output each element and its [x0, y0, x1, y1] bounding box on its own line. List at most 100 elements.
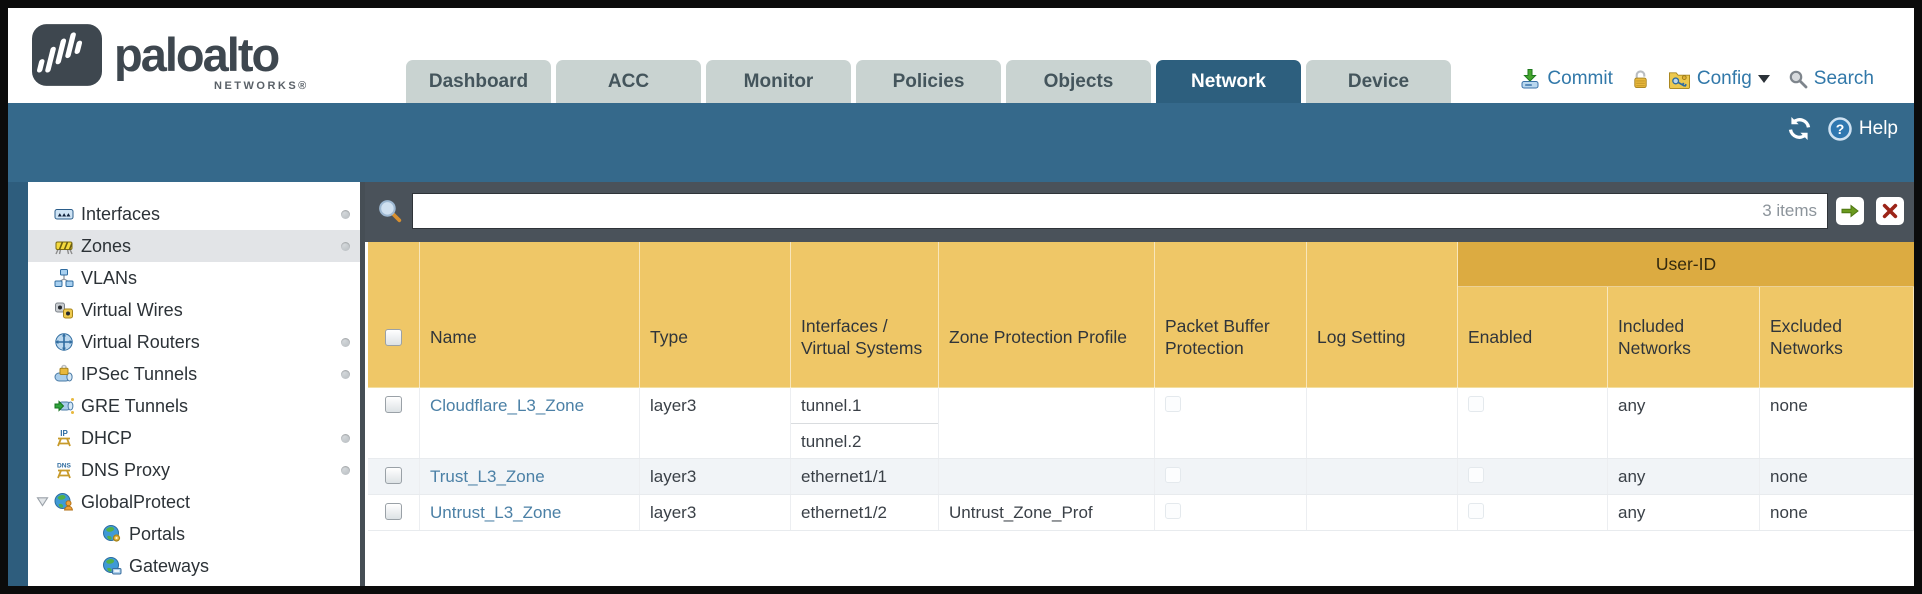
commit-label: Commit — [1547, 68, 1613, 89]
search-button[interactable]: Search — [1788, 68, 1874, 90]
sidebar-item-label: Virtual Wires — [81, 299, 183, 320]
apply-filter-button[interactable] — [1836, 197, 1864, 225]
filter-input[interactable] — [413, 194, 1827, 228]
sidebar-item-vlans[interactable]: VLANs — [28, 262, 360, 294]
search-label: Search — [1813, 68, 1874, 89]
sidebar-item-virtual-routers[interactable]: Virtual Routers — [28, 326, 360, 358]
tab-network[interactable]: Network — [1156, 60, 1301, 103]
paloalto-logo-icon — [32, 24, 102, 86]
column-header-interfaces-virtual-systems[interactable]: Interfaces / Virtual Systems — [791, 242, 939, 388]
row-select-cell — [368, 495, 420, 530]
sidebar-item-zones[interactable]: Zones — [28, 230, 360, 262]
sidebar-left-strip — [8, 182, 28, 586]
sidebar-item-label: DHCP — [81, 427, 133, 448]
sidebar-item-ipsec-tunnels[interactable]: IPSec Tunnels — [28, 358, 360, 390]
sidebar-item-label: IPSec Tunnels — [81, 363, 198, 384]
sidebar-item-label: Zones — [81, 235, 132, 256]
refresh-icon[interactable] — [1786, 115, 1813, 142]
select-all-checkbox[interactable] — [385, 328, 402, 346]
header-actions: Commit Config Search — [1519, 68, 1874, 90]
column-header-zone-protection-profile[interactable]: Zone Protection Profile — [939, 242, 1155, 388]
status-dot — [341, 209, 350, 219]
cell-user-id-enabled — [1458, 495, 1608, 530]
commit-button[interactable]: Commit — [1519, 68, 1613, 90]
tab-device[interactable]: Device — [1306, 60, 1451, 103]
column-header-enabled[interactable]: Enabled — [1458, 242, 1608, 388]
cell-excluded-networks: none — [1760, 495, 1914, 530]
sidebar-item-portals[interactable]: Portals — [28, 518, 360, 550]
commit-icon — [1519, 68, 1541, 90]
sidebar-item-label: GlobalProtect — [81, 491, 191, 512]
tab-acc[interactable]: ACC — [556, 60, 701, 103]
lock-icon[interactable] — [1631, 69, 1650, 90]
red-x-icon — [1881, 202, 1899, 220]
clear-filter-button[interactable] — [1876, 197, 1904, 225]
row-select-cell — [368, 388, 420, 458]
column-header-name[interactable]: Name — [420, 242, 640, 388]
sidebar-item-globalprotect[interactable]: GlobalProtect — [28, 486, 360, 518]
sidebar-item-virtual-wires[interactable]: Virtual Wires — [28, 294, 360, 326]
row-checkbox[interactable] — [385, 467, 402, 484]
cell-excluded-networks: none — [1760, 388, 1914, 458]
cell-name: Cloudflare_L3_Zone — [420, 388, 640, 458]
expand-triangle-icon[interactable] — [36, 496, 49, 507]
cell-type: layer3 — [640, 459, 791, 494]
tab-policies[interactable]: Policies — [856, 60, 1001, 103]
enabled-checkbox[interactable] — [1468, 467, 1484, 483]
row-checkbox[interactable] — [385, 503, 402, 520]
brand-name: paloalto — [114, 28, 280, 81]
section-band: ? Help — [8, 103, 1914, 182]
sidebar-separator — [360, 182, 365, 586]
cell-name: Trust_L3_Zone — [420, 459, 640, 494]
config-label: Config — [1696, 68, 1752, 89]
zone-name-link[interactable]: Untrust_L3_Zone — [430, 503, 562, 522]
help-icon: ? — [1827, 116, 1853, 142]
row-select-cell — [368, 459, 420, 494]
zone-name-link[interactable]: Trust_L3_Zone — [430, 467, 545, 486]
status-dot — [341, 433, 350, 443]
sidebar-item-gateways[interactable]: Gateways — [28, 550, 360, 582]
status-dot — [341, 369, 350, 379]
tab-objects[interactable]: Objects — [1006, 60, 1151, 103]
cell-interfaces: ethernet1/1 — [791, 459, 939, 494]
brand-logo: paloalto — [32, 24, 280, 86]
row-checkbox[interactable] — [385, 396, 402, 413]
status-dot — [341, 465, 350, 475]
tab-monitor[interactable]: Monitor — [706, 60, 851, 103]
column-header-type[interactable]: Type — [640, 242, 791, 388]
virtual-wires-icon — [54, 300, 74, 320]
sidebar-item-gre-tunnels[interactable]: GRE Tunnels — [28, 390, 360, 422]
brand-subtitle: NETWORKS® — [214, 80, 309, 92]
packet-buffer-checkbox[interactable] — [1165, 503, 1181, 519]
globalprotect-icon — [54, 492, 74, 512]
cell-user-id-enabled — [1458, 459, 1608, 494]
column-header-log-setting[interactable]: Log Setting — [1307, 242, 1458, 388]
packet-buffer-checkbox[interactable] — [1165, 396, 1181, 412]
zones-icon — [54, 236, 74, 256]
interface-entry: ethernet1/2 — [801, 503, 888, 522]
config-menu[interactable]: Config — [1668, 68, 1770, 90]
svg-text:?: ? — [1836, 121, 1845, 137]
enabled-checkbox[interactable] — [1468, 396, 1484, 412]
help-button[interactable]: ? Help — [1827, 116, 1898, 142]
column-header-included-networks[interactable]: Included Networks — [1608, 242, 1760, 388]
search-icon — [1788, 69, 1808, 89]
column-header-packet-buffer-protection[interactable]: Packet Buffer Protection — [1155, 242, 1307, 388]
packet-buffer-checkbox[interactable] — [1165, 467, 1181, 483]
column-header-excluded-networks[interactable]: Excluded Networks — [1760, 242, 1914, 388]
zone-name-link[interactable]: Cloudflare_L3_Zone — [430, 396, 585, 415]
cell-packet-buffer-protection — [1155, 495, 1307, 530]
tab-dashboard[interactable]: Dashboard — [406, 60, 551, 103]
cell-type: layer3 — [640, 388, 791, 458]
sidebar-item-interfaces[interactable]: Interfaces — [28, 198, 360, 230]
filter-field: 3 items — [412, 193, 1828, 229]
select-all-column-header[interactable] — [368, 242, 420, 388]
enabled-checkbox[interactable] — [1468, 503, 1484, 519]
